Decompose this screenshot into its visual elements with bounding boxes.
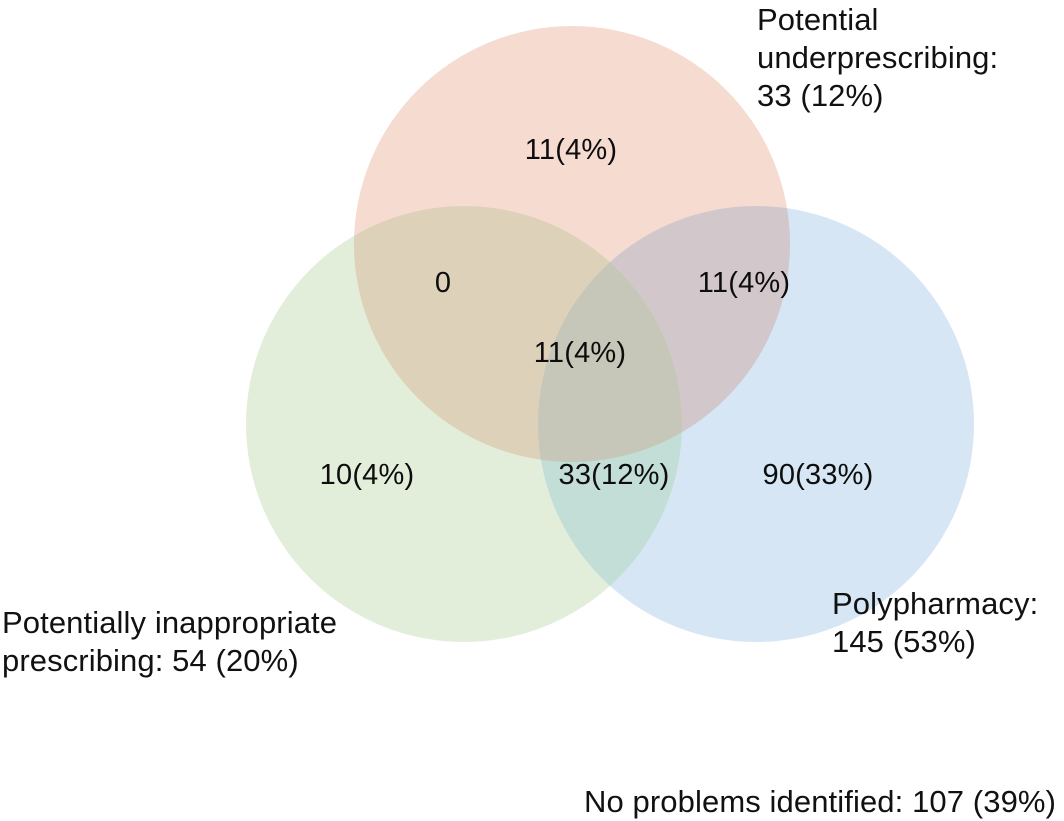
outside-label-no-problems: No problems identified: 107 (39%)	[584, 784, 1056, 819]
region-count-polypharmacy-only: 90(33%)	[762, 459, 874, 491]
region-count-inappropriate-underprescribing: 0	[434, 267, 452, 299]
region-count-inappropriate-polypharmacy: 33(12%)	[558, 459, 670, 491]
region-count-all-three: 11(4%)	[533, 337, 627, 369]
set-label-polypharmacy: Polypharmacy: 145 (53%)	[832, 586, 1039, 659]
region-count-inappropriate-only: 10(4%)	[319, 459, 415, 491]
region-count-underprescribing-polypharmacy: 11(4%)	[697, 267, 791, 299]
region-count-underprescribing-only: 11(4%)	[524, 134, 618, 166]
set-label-underprescribing: Potential underprescribing: 33 (12%)	[757, 2, 999, 113]
set-label-inappropriate: Potentially inappropriate prescribing: 5…	[2, 605, 338, 678]
overlap-all-three	[538, 206, 682, 462]
